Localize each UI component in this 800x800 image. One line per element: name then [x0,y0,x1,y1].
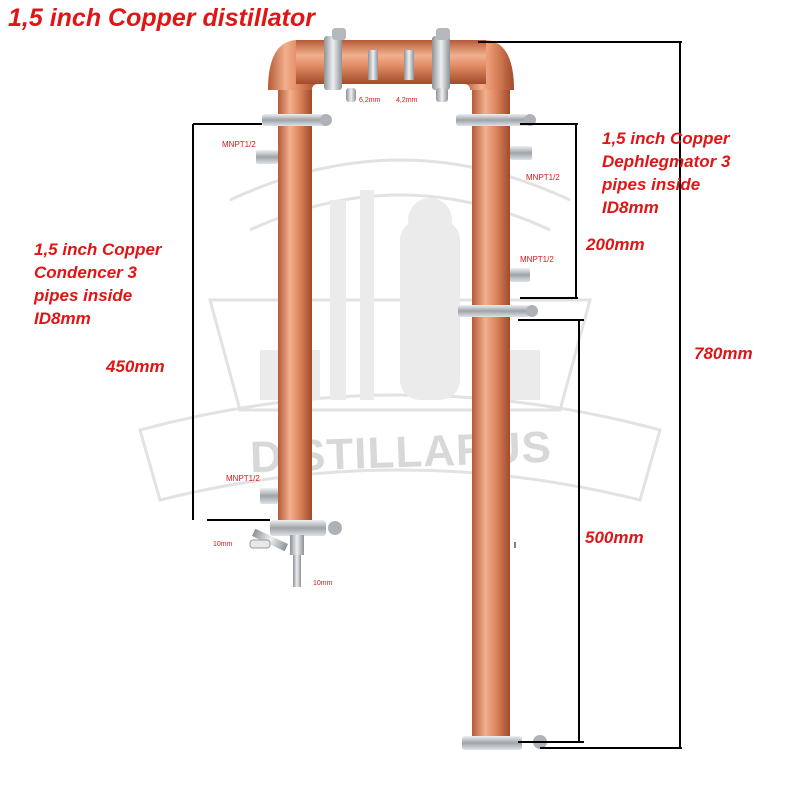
dephlegmator-line-2: Dephlegmator 3 [602,152,731,171]
mnpt-label-bottom-left: MNPT1/2 [226,474,260,483]
condenser-line-4: ID8mm [34,309,91,328]
dephlegmator-line-3: pipes inside [602,175,701,194]
dimension-450mm: 450mm [106,357,165,376]
mnpt-label-right-upper: MNPT1/2 [526,173,560,182]
condenser-line-3: pipes inside [34,286,133,305]
mnpt-label-right-lower: MNPT1/2 [520,255,554,264]
top-pipe [268,40,514,90]
column-pipe [472,90,510,740]
condenser-line-1: 1,5 inch Copper [34,240,162,259]
dephlegmator-description: 1,5 inch Copper Dephlegmator 3 pipes ins… [602,127,730,219]
hose-10mm-label: 10mm [313,580,333,587]
dimension-780mm: 780mm [694,344,753,363]
diameter-4-2-label: 4,2mm [396,97,418,104]
condenser-pipe [278,90,312,530]
outlet-10mm-label: 10mm [213,541,233,548]
dimension-200mm: 200mm [586,235,645,254]
mnpt-label-top-left: MNPT1/2 [222,140,256,149]
dimension-500mm: 500mm [585,528,644,547]
diameter-6-2-label: 6,2mm [359,97,381,104]
dephlegmator-line-1: 1,5 inch Copper [602,129,730,148]
condenser-description: 1,5 inch Copper Condencer 3 pipes inside… [34,238,162,330]
condenser-line-2: Condencer 3 [34,263,137,282]
dephlegmator-line-4: ID8mm [602,198,659,217]
page-title: 1,5 inch Copper distillator [8,4,315,32]
